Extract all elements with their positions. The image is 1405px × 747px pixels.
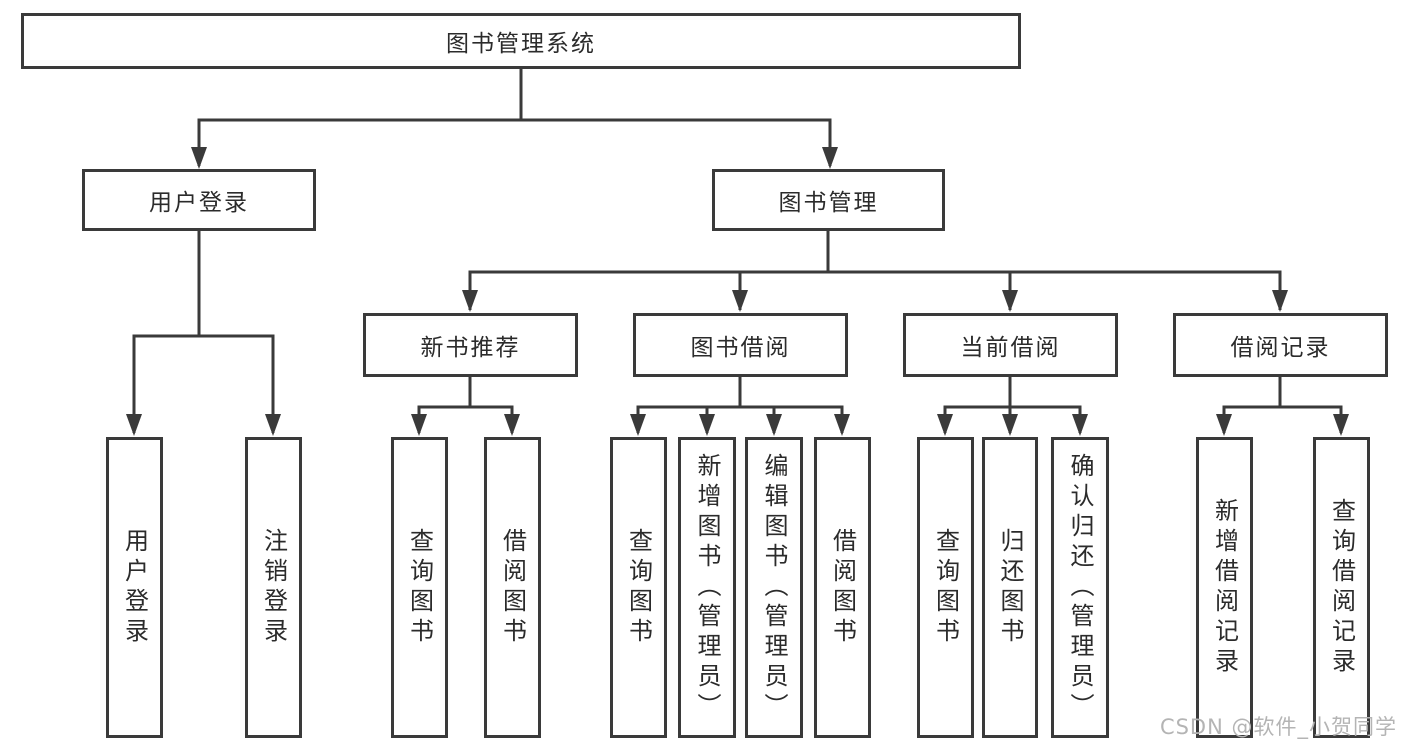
leaf-logout: 注销登录 [245,437,302,738]
arrowhead [1216,414,1232,436]
leaf-add-borrow-record: 新增借阅记录 [1196,437,1253,738]
arrowhead [766,414,782,436]
leaf-query-books-3: 查询图书 [917,437,974,738]
arrowhead [1272,290,1288,312]
arrowhead [822,147,838,169]
connector-book-mgmt [468,231,1282,310]
leaf-confirm-return-admin: 确认归还（管理员） [1051,437,1109,738]
arrowhead [937,414,953,436]
leaf-user-login: 用户登录 [106,437,163,738]
arrowhead [462,290,478,312]
node-user-login: 用户登录 [82,169,316,231]
arrowhead [699,414,715,436]
leaf-borrow-books-1: 借阅图书 [484,437,541,738]
node-library-system: 图书管理系统 [21,13,1021,69]
leaf-borrow-books-2: 借阅图书 [814,437,871,738]
connector-user-login [132,231,275,433]
leaf-add-books-admin: 新增图书（管理员） [678,437,736,738]
arrowhead [126,414,142,436]
connector-borrow-record [1222,377,1343,433]
leaf-query-borrow-record: 查询借阅记录 [1313,437,1370,738]
node-new-book-recommend: 新书推荐 [363,313,578,377]
node-current-borrowing: 当前借阅 [903,313,1118,377]
arrowhead [630,414,646,436]
connector-segments [132,69,1343,433]
arrowhead [191,147,207,169]
arrowhead [1072,414,1088,436]
node-borrowing-records: 借阅记录 [1173,313,1388,377]
connector-new-book [417,377,514,433]
leaf-query-books-2: 查询图书 [610,437,667,738]
node-book-borrowing: 图书借阅 [633,313,848,377]
arrowhead [1002,414,1018,436]
arrowhead [732,290,748,312]
leaf-return-books: 归还图书 [982,437,1038,738]
arrowhead [265,414,281,436]
arrowhead [504,414,520,436]
arrowhead [834,414,850,436]
connector-book-borrow [636,377,844,433]
node-book-management: 图书管理 [712,169,945,231]
leaf-edit-books-admin: 编辑图书（管理员） [745,437,803,738]
connector-root [197,69,832,166]
arrowhead [1002,290,1018,312]
arrowheads [126,147,1349,436]
csdn-watermark: CSDN @软件_小贺同学 [1159,715,1397,739]
arrowhead [1333,414,1349,436]
arrowhead [411,414,427,436]
leaf-query-books-1: 查询图书 [391,437,448,738]
